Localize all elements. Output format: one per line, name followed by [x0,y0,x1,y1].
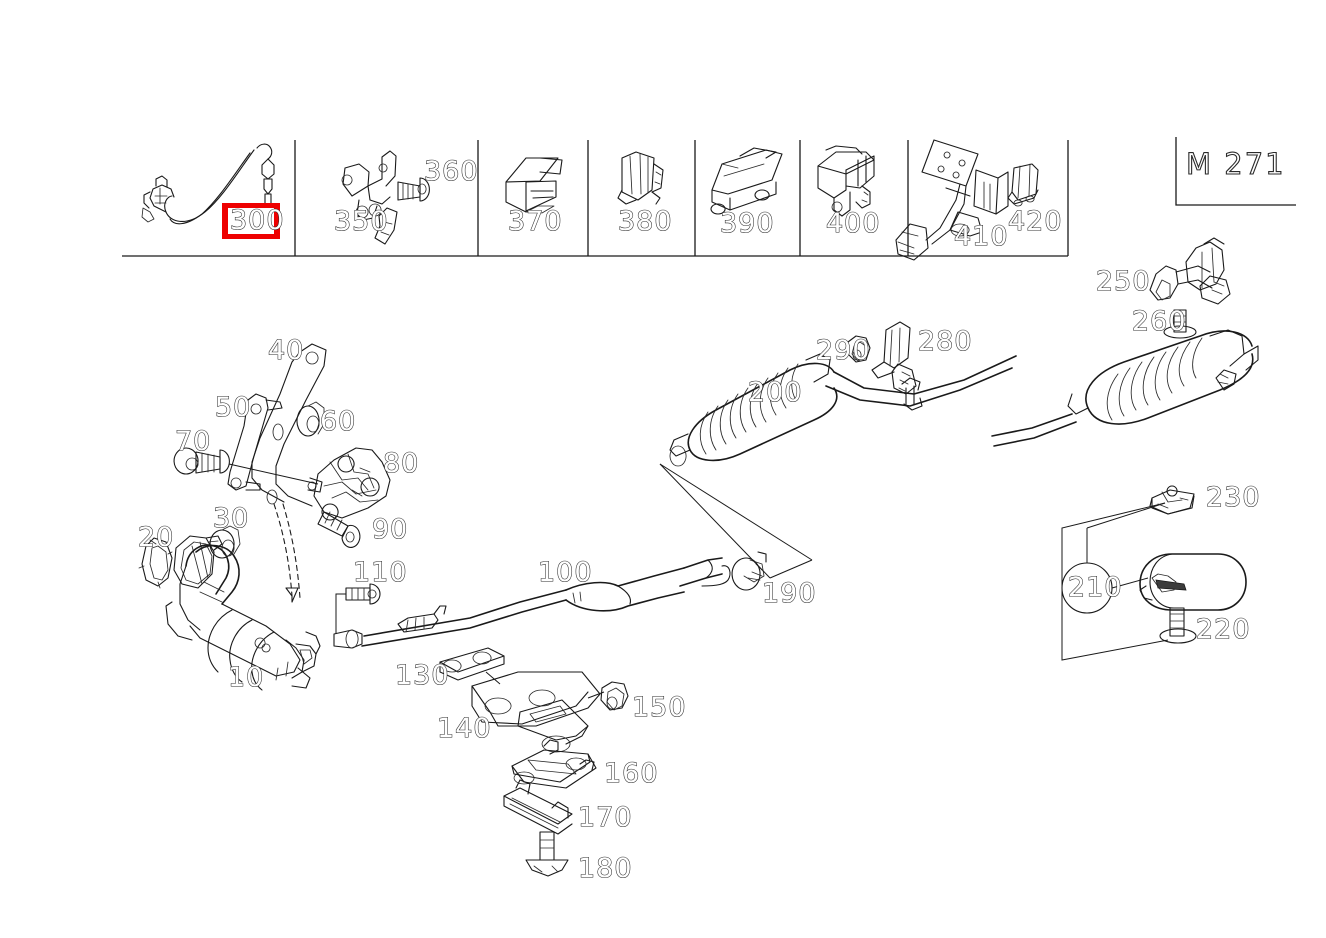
part-number-300[interactable]: 300 [229,205,285,236]
bracket-280-icon [871,321,917,395]
center-muffler-pipe-icon [333,557,731,649]
link-rod-50-icon [227,393,283,491]
part-number-10[interactable]: 10 [227,662,265,693]
part-number-410[interactable]: 410 [953,221,1009,252]
bolt-110-icon [335,583,381,634]
tailpipe-detail-icon [1139,553,1247,611]
clamp-380-icon [617,151,664,205]
part-number-280[interactable]: 280 [917,326,973,357]
front-catalytic-converter-icon [165,544,321,691]
engine-code-bracket [1175,137,1296,206]
part-number-170[interactable]: 170 [577,802,633,833]
part-number-260[interactable]: 260 [1131,306,1187,337]
top-strip-frame [122,140,1069,257]
part-number-30[interactable]: 30 [212,503,250,534]
pipe-clip-230-icon [1149,485,1195,515]
small-clamp-420-icon [1007,163,1039,207]
rail-170-icon [503,779,573,835]
part-number-80[interactable]: 80 [382,448,420,479]
screw-220-icon [1159,607,1197,644]
part-number-140[interactable]: 140 [436,713,492,744]
clamp-ring-icon [173,535,223,589]
part-number-90[interactable]: 90 [371,514,409,545]
part-number-130[interactable]: 130 [394,660,450,691]
part-number-400[interactable]: 400 [825,208,881,239]
nut-290-icon [847,335,871,363]
expansion-rivet-180-icon [525,831,569,877]
assembly-direction-arrow [273,503,301,603]
bolt-90-icon [317,511,361,548]
mounting-plate-410-icon [895,139,1009,261]
bolt-70-icon [173,447,319,485]
part-number-350[interactable]: 350 [333,206,389,237]
gasket-20-icon [138,537,173,589]
screw-260-icon [1163,309,1197,339]
part-number-40[interactable]: 40 [267,335,305,366]
heat-shield-390-icon [710,147,783,215]
hanger-bracket-140-icon [471,671,605,753]
clip-370-icon [505,157,563,214]
bolt-360-icon [397,177,430,202]
nut-150-icon [600,681,629,711]
part-number-70[interactable]: 70 [174,426,212,457]
part-number-230[interactable]: 230 [1205,482,1261,513]
bushing-60-icon [296,401,325,437]
spacer-bushing-30-icon [209,525,241,559]
part-number-420[interactable]: 420 [1007,206,1063,237]
engine-code-label: M 271 [1185,147,1286,181]
part-number-150[interactable]: 150 [631,692,687,723]
part-number-200[interactable]: 200 [747,377,803,408]
center-silencer-icon [669,353,1017,467]
part-number-50[interactable]: 50 [214,392,252,423]
highlight-inner-300 [228,208,274,234]
part-number-60[interactable]: 60 [319,406,357,437]
part-number-370[interactable]: 370 [507,206,563,237]
part-number-220[interactable]: 220 [1195,614,1251,645]
mount-assembly-80-icon [313,447,391,521]
part-number-390[interactable]: 390 [719,208,775,239]
clamp-plate-160-icon [511,739,597,789]
part-number-360[interactable]: 360 [423,156,479,187]
part-number-180[interactable]: 180 [577,853,633,884]
detail-callout-210 [1061,502,1169,661]
rubber-pad-130-icon [439,647,505,685]
part-number-190[interactable]: 190 [761,578,817,609]
rear-hanger-250-icon [1149,237,1231,305]
support-bracket-400-icon [817,145,875,217]
part-number-160[interactable]: 160 [603,758,659,789]
rear-muffler-icon [991,329,1259,447]
part-number-250[interactable]: 250 [1095,266,1151,297]
part-number-100[interactable]: 100 [537,557,593,588]
part-number-380[interactable]: 380 [617,206,673,237]
part-number-210[interactable]: 210 [1067,572,1123,603]
hanger-clip-190-icon [659,463,813,591]
part-number-290[interactable]: 290 [815,335,871,366]
part-number-110[interactable]: 110 [352,557,408,588]
bracket-350-icon [341,150,398,245]
part-number-20[interactable]: 20 [137,522,175,553]
